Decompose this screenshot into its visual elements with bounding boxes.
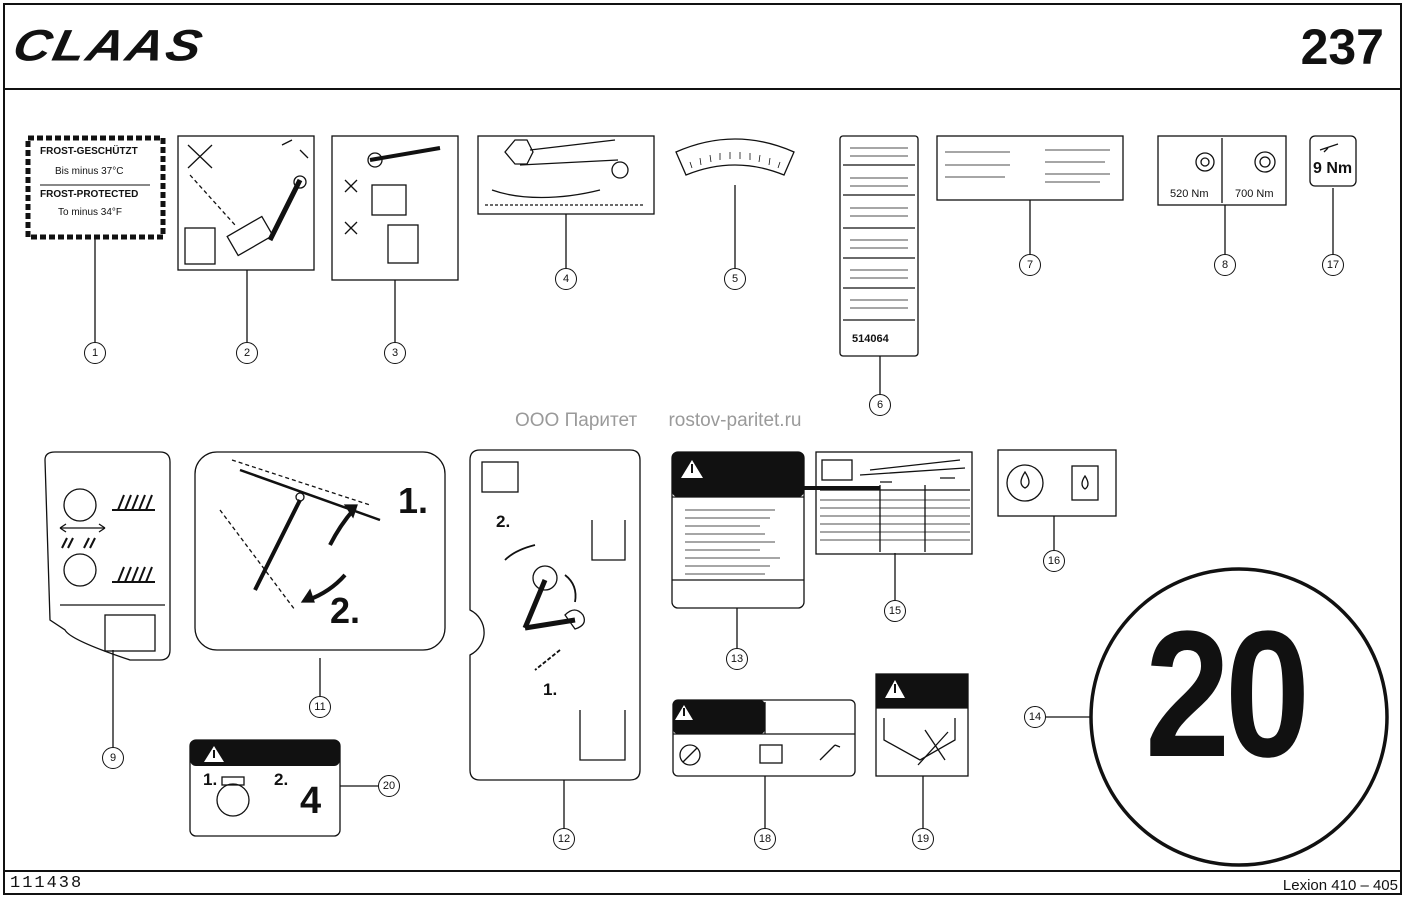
callout-13: 13	[726, 648, 748, 670]
step-11-two: 2.	[330, 590, 361, 631]
frost-line-4: To minus 34°F	[58, 207, 123, 218]
step-20-two: 2.	[274, 770, 289, 789]
page-number: 237	[1300, 19, 1384, 75]
gear-shift-symbol: 4	[300, 780, 322, 822]
callout-19: 19	[912, 828, 934, 850]
watermark-company: ООО Паритет	[515, 410, 638, 431]
torque-17-value: 9 Nm	[1313, 160, 1353, 177]
callout-9: 9	[102, 747, 124, 769]
watermark-site: rostov-paritet.ru	[668, 410, 802, 431]
torque-right-value: 700 Nm	[1235, 188, 1274, 200]
torque-left-value: 520 Nm	[1170, 188, 1209, 200]
frost-line-2: Bis minus 37°C	[55, 166, 124, 177]
footer-divider	[3, 870, 1402, 872]
callout-15: 15	[884, 600, 906, 622]
step-12-one: 1.	[543, 680, 558, 699]
drawing-frame	[3, 3, 1402, 895]
callout-7: 7	[1019, 254, 1041, 276]
callout-12: 12	[553, 828, 575, 850]
callout-11: 11	[309, 696, 331, 718]
callout-3: 3	[384, 342, 406, 364]
callout-17: 17	[1322, 254, 1344, 276]
callout-2: 2	[236, 342, 258, 364]
frost-line-3: FROST-PROTECTED	[40, 189, 139, 200]
step-20-one: 1.	[203, 770, 218, 789]
watermark: ООО Паритет rostov-paritet.ru	[515, 410, 827, 432]
step-12-two: 2.	[496, 512, 511, 531]
callout-6: 6	[869, 394, 891, 416]
callout-16: 16	[1043, 550, 1065, 572]
speed-limit-value: 20	[1145, 594, 1310, 795]
step-11-one: 1.	[398, 480, 429, 521]
callout-20: 20	[378, 775, 400, 797]
frost-line-1: FROST-GESCHÜTZT	[40, 146, 138, 157]
callout-18: 18	[754, 828, 776, 850]
callout-5: 5	[724, 268, 746, 290]
document-number: 111438	[10, 874, 84, 893]
header-divider	[3, 88, 1402, 90]
part-6-number: 514064	[852, 333, 889, 345]
callout-4: 4	[555, 268, 577, 290]
model-designation: Lexion 410 – 405	[1282, 877, 1398, 894]
callout-8: 8	[1214, 254, 1236, 276]
callout-14: 14	[1024, 706, 1046, 728]
callout-1: 1	[84, 342, 106, 364]
